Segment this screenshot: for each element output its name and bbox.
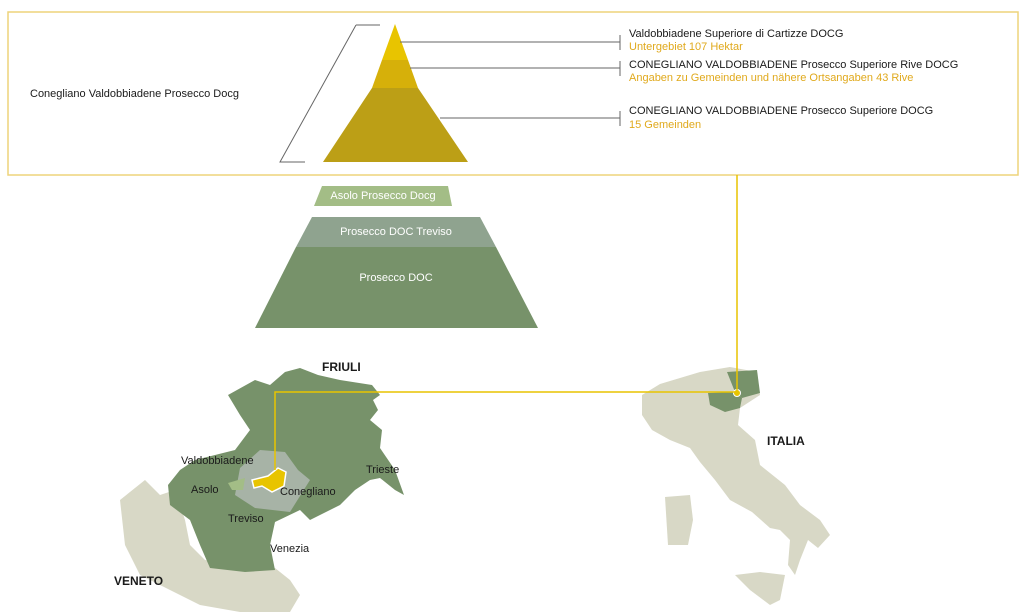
- veneto-region: [708, 392, 742, 412]
- italy-land: [642, 367, 830, 575]
- docg-frame: [7, 11, 1019, 176]
- label-friuli: FRIULI: [322, 360, 361, 374]
- sicily: [735, 572, 785, 605]
- label-valdobbiadene: Valdobbiadene: [181, 455, 254, 467]
- tier-doc-treviso: [296, 217, 496, 247]
- tier-label-treviso: Prosecco DOC Treviso: [340, 226, 452, 238]
- tier-rive: [372, 60, 418, 88]
- tier-doc: [255, 247, 538, 328]
- asolo-area: [228, 478, 245, 490]
- tier-asolo: [314, 186, 452, 206]
- label-trieste: Trieste: [366, 464, 400, 476]
- tier-name: CONEGLIANO VALDOBBIADENE Prosecco Superi…: [629, 105, 934, 117]
- label-italia: ITALIA: [767, 434, 805, 448]
- label-conegliano: Conegliano: [280, 486, 336, 498]
- tier-name: Valdobbiadene Superiore di Cartizze DOCG: [629, 28, 844, 40]
- conegliano-valdobbiadene-area: [251, 467, 287, 493]
- label-asolo: Asolo: [191, 484, 219, 496]
- sardinia: [665, 495, 693, 545]
- tier-detail: 15 Gemeinden: [629, 119, 702, 131]
- tier-label-doc: Prosecco DOC: [359, 272, 433, 284]
- label-venezia: Venezia: [270, 543, 310, 555]
- label-veneto: VENETO: [114, 574, 164, 588]
- tier-name: CONEGLIANO VALDOBBIADENE Prosecco Superi…: [629, 59, 959, 71]
- tier-label-asolo: Asolo Prosecco Docg: [330, 190, 436, 202]
- docg-title: Conegliano Valdobbiadene Prosecco Docg: [30, 88, 239, 100]
- connector-lines: [400, 35, 621, 126]
- tier-detail: Angaben zu Gemeinden und nähere Ortsanga…: [629, 72, 914, 84]
- tier-detail: Untergebiet 107 Hektar: [629, 41, 743, 53]
- veneto-land: [120, 480, 300, 612]
- tier-cartizze: [382, 24, 408, 60]
- bracket-line: [279, 24, 357, 163]
- link-line: [274, 175, 738, 470]
- tier-superiore: [323, 88, 468, 162]
- label-treviso: Treviso: [228, 513, 264, 525]
